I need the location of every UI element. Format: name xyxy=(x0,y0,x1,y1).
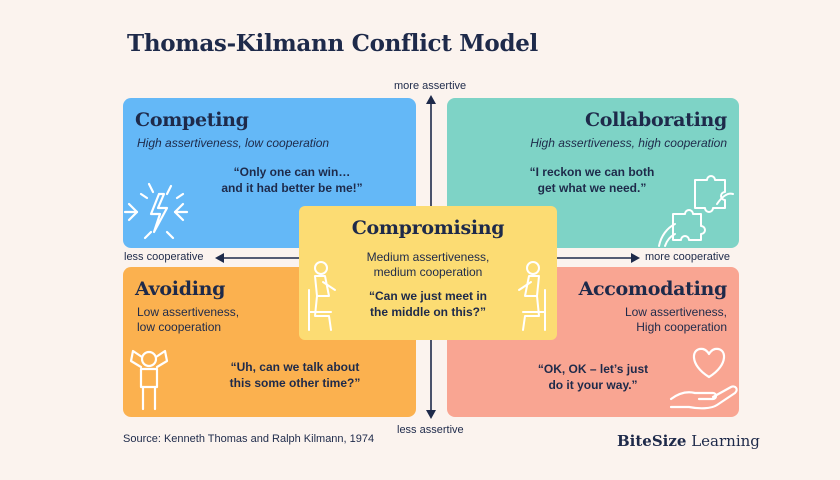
collaborating-subtitle: High assertiveness, high cooperation xyxy=(530,136,727,150)
competing-heading: Competing xyxy=(135,109,249,131)
compromising-box: Compromising Medium assertiveness, mediu… xyxy=(299,206,557,340)
axis-label-right: more cooperative xyxy=(645,251,730,263)
seated-person-right-icon xyxy=(518,261,546,331)
puzzle-hands-icon xyxy=(658,175,734,247)
page-title: Thomas-Kilmann Conflict Model xyxy=(127,30,538,57)
covering-ears-person-icon xyxy=(129,349,169,411)
axis-label-left: less cooperative xyxy=(124,251,204,263)
arrow-down-icon xyxy=(426,410,436,419)
arrow-left-icon xyxy=(215,253,224,263)
brand-regular: Learning xyxy=(686,432,760,450)
accomodating-subtitle: Low assertiveness, High cooperation xyxy=(624,305,727,334)
compromising-subtitle: Medium assertiveness, medium cooperation xyxy=(366,250,490,279)
compromising-heading: Compromising xyxy=(351,217,505,239)
clash-lightning-icon xyxy=(123,182,189,240)
avoiding-heading: Avoiding xyxy=(135,278,226,300)
arrow-up-icon xyxy=(426,95,436,104)
arrow-right-icon xyxy=(631,253,640,263)
accomodating-quote: “OK, OK – let’s just do it your way.” xyxy=(537,362,649,392)
collaborating-heading: Collaborating xyxy=(584,109,727,131)
axis-label-top: more assertive xyxy=(394,80,467,92)
avoiding-quote: “Uh, can we talk about this some other t… xyxy=(229,360,361,390)
seated-person-left-icon xyxy=(308,261,336,331)
avoiding-subtitle: Low assertiveness, low cooperation xyxy=(137,305,240,334)
brand-logo: BiteSize Learning xyxy=(617,432,760,450)
competing-quote: “Only one can win… and it had better be … xyxy=(221,165,363,195)
competing-subtitle: High assertiveness, low cooperation xyxy=(137,136,330,150)
compromising-quote: “Can we just meet in the middle on this?… xyxy=(368,289,488,319)
brand-bold: BiteSize xyxy=(617,432,687,450)
axis-label-bottom: less assertive xyxy=(397,424,464,436)
accomodating-heading: Accomodating xyxy=(578,278,728,300)
heart-in-hand-icon xyxy=(669,347,738,410)
source-note: Source: Kenneth Thomas and Ralph Kilmann… xyxy=(123,433,375,445)
collaborating-quote: “I reckon we can both get what we need.” xyxy=(529,165,655,195)
